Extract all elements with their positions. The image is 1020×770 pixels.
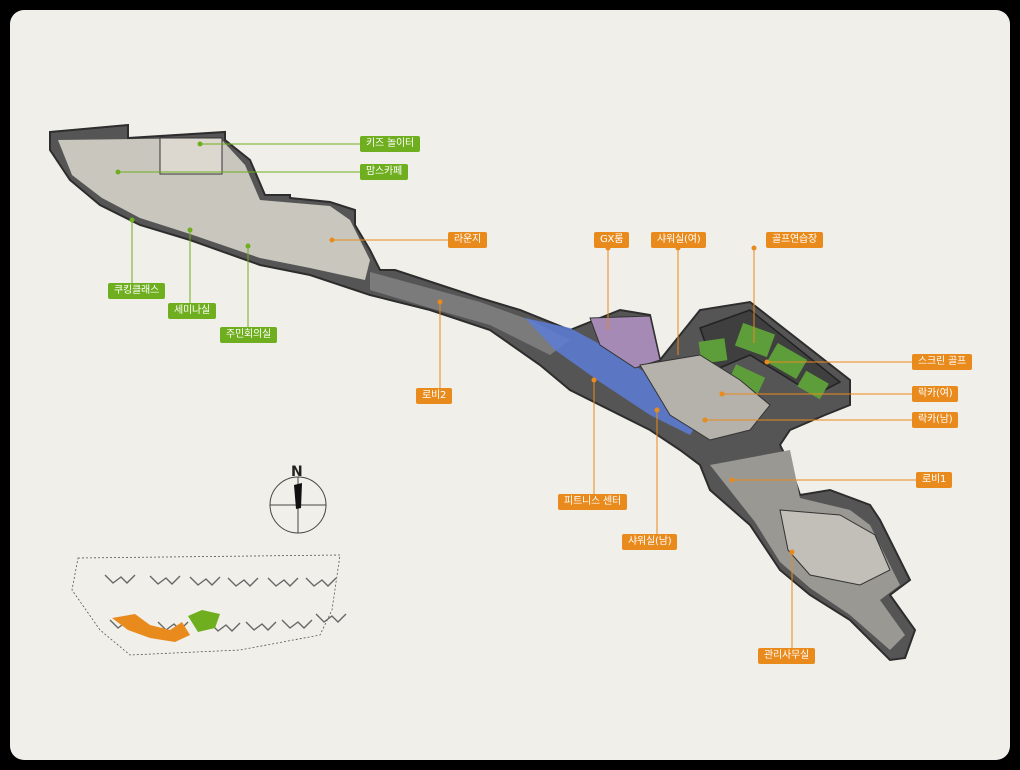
site-building (189, 576, 221, 586)
leader-marker (329, 237, 335, 243)
leader-marker (654, 407, 660, 413)
site-building (245, 621, 277, 631)
site-outline (71, 554, 341, 656)
label-screen-golf: 스크린 골프 (912, 354, 972, 370)
label-golf-range: 골프연습장 (766, 232, 823, 248)
golf-green-1 (698, 338, 728, 364)
leader-marker (591, 377, 597, 383)
golf-green-2 (734, 322, 776, 358)
leader-marker (789, 549, 795, 555)
label-fitness: 피트니스 센터 (558, 494, 627, 510)
compass-needle (294, 483, 302, 509)
kids-room (159, 137, 223, 175)
leader-marker (129, 217, 135, 223)
label-lounge: 라운지 (448, 232, 487, 248)
golf-green-5 (797, 370, 829, 400)
label-lobby2: 로비2 (416, 388, 453, 404)
label-seminar: 세미나실 (168, 303, 216, 319)
site-building (227, 577, 259, 587)
label-lobby1: 로비1 (916, 472, 953, 488)
label-locker-m: 락카(남) (912, 412, 959, 428)
leader-lines (115, 141, 916, 648)
leader-marker (197, 141, 203, 147)
leader-marker (702, 417, 708, 423)
label-momscafe: 맘스카페 (360, 164, 408, 180)
golf-green-3 (766, 342, 808, 380)
site-building (267, 577, 299, 587)
label-cooking: 쿠킹클래스 (108, 283, 165, 299)
site-building (149, 575, 181, 585)
label-locker-f: 락카(여) (912, 386, 959, 402)
west-wing-floor (58, 138, 370, 280)
site-building (315, 613, 347, 623)
site-highlight-green (188, 610, 220, 632)
label-kids: 키즈 놀이터 (360, 136, 420, 152)
leader-marker (437, 299, 443, 305)
leader-marker (729, 477, 735, 483)
corridor-floor (370, 272, 570, 355)
label-meeting: 주민회의실 (220, 327, 277, 343)
label-shower-m: 샤워실(남) (622, 534, 678, 550)
site-building (209, 622, 241, 632)
leader-marker (719, 391, 725, 397)
floor-plan-svg (49, 123, 917, 662)
site-building (104, 574, 136, 584)
leader-marker (764, 359, 770, 365)
leader-marker (115, 169, 121, 175)
site-building (305, 577, 337, 587)
leader-marker (751, 245, 757, 251)
label-gx: GX룸 (594, 232, 630, 248)
label-shower-f: 샤워실(여) (651, 232, 707, 248)
site-building (281, 619, 313, 629)
fitness-area (525, 318, 700, 435)
community-floor-plan: N 키즈 놀이터 맘스카페 라운지 쿠킹클래스 세미나실 주민회의실 로비2 G… (10, 10, 1010, 760)
shower-locker-rooms (639, 354, 771, 441)
leader-marker (187, 227, 193, 233)
label-office: 관리사무실 (758, 648, 815, 664)
compass-north: N (291, 464, 303, 480)
leader-marker (245, 243, 251, 249)
site-highlight-orange (112, 614, 190, 642)
golf-green-4 (726, 364, 766, 398)
